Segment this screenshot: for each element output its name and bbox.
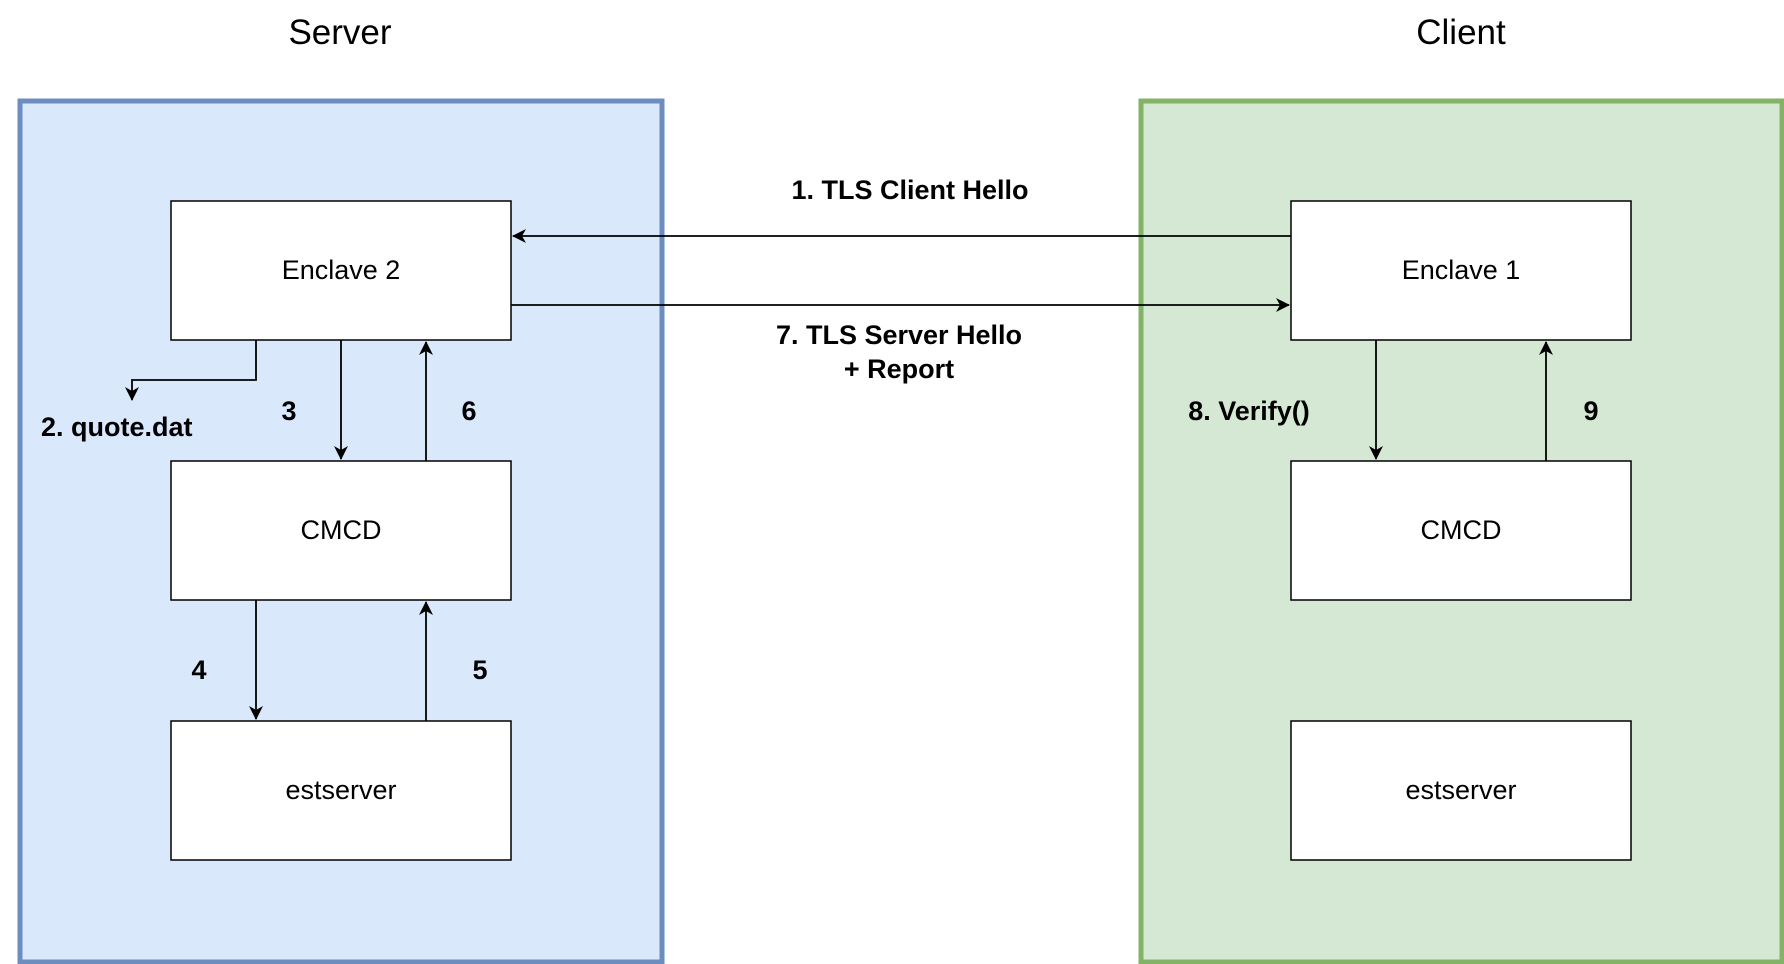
step-2-label: 2. quote.dat [41,412,193,442]
step-1-label: 1. TLS Client Hello [791,175,1028,205]
client-enclave-box [1290,200,1632,341]
server-enclave-box [170,200,512,341]
client-estserver-label: estserver [1405,775,1516,805]
server-estserver-box [170,720,512,861]
step-7-label-line1: 7. TLS Server Hello [776,320,1022,350]
client-cmcd-box [1290,460,1632,601]
client-estserver-box [1290,720,1632,861]
step-5-label: 5 [472,655,487,685]
client-enclave-label: Enclave 1 [1402,255,1521,285]
server-title: Server [288,13,391,52]
server-enclave-label: Enclave 2 [282,255,401,285]
step-8-label: 8. Verify() [1188,396,1310,426]
server-estserver-label: estserver [285,775,396,805]
client-cmcd-label: CMCD [1421,515,1502,545]
arrow-step-2 [125,340,257,401]
step-4-label: 4 [191,655,206,685]
step-6-label: 6 [461,396,476,426]
server-cmcd-label: CMCD [301,515,382,545]
step-7-label-line2: + Report [844,354,954,384]
server-cmcd-box [170,460,512,601]
step-3-label: 3 [281,396,296,426]
step-9-label: 9 [1583,396,1598,426]
client-title: Client [1416,13,1506,52]
